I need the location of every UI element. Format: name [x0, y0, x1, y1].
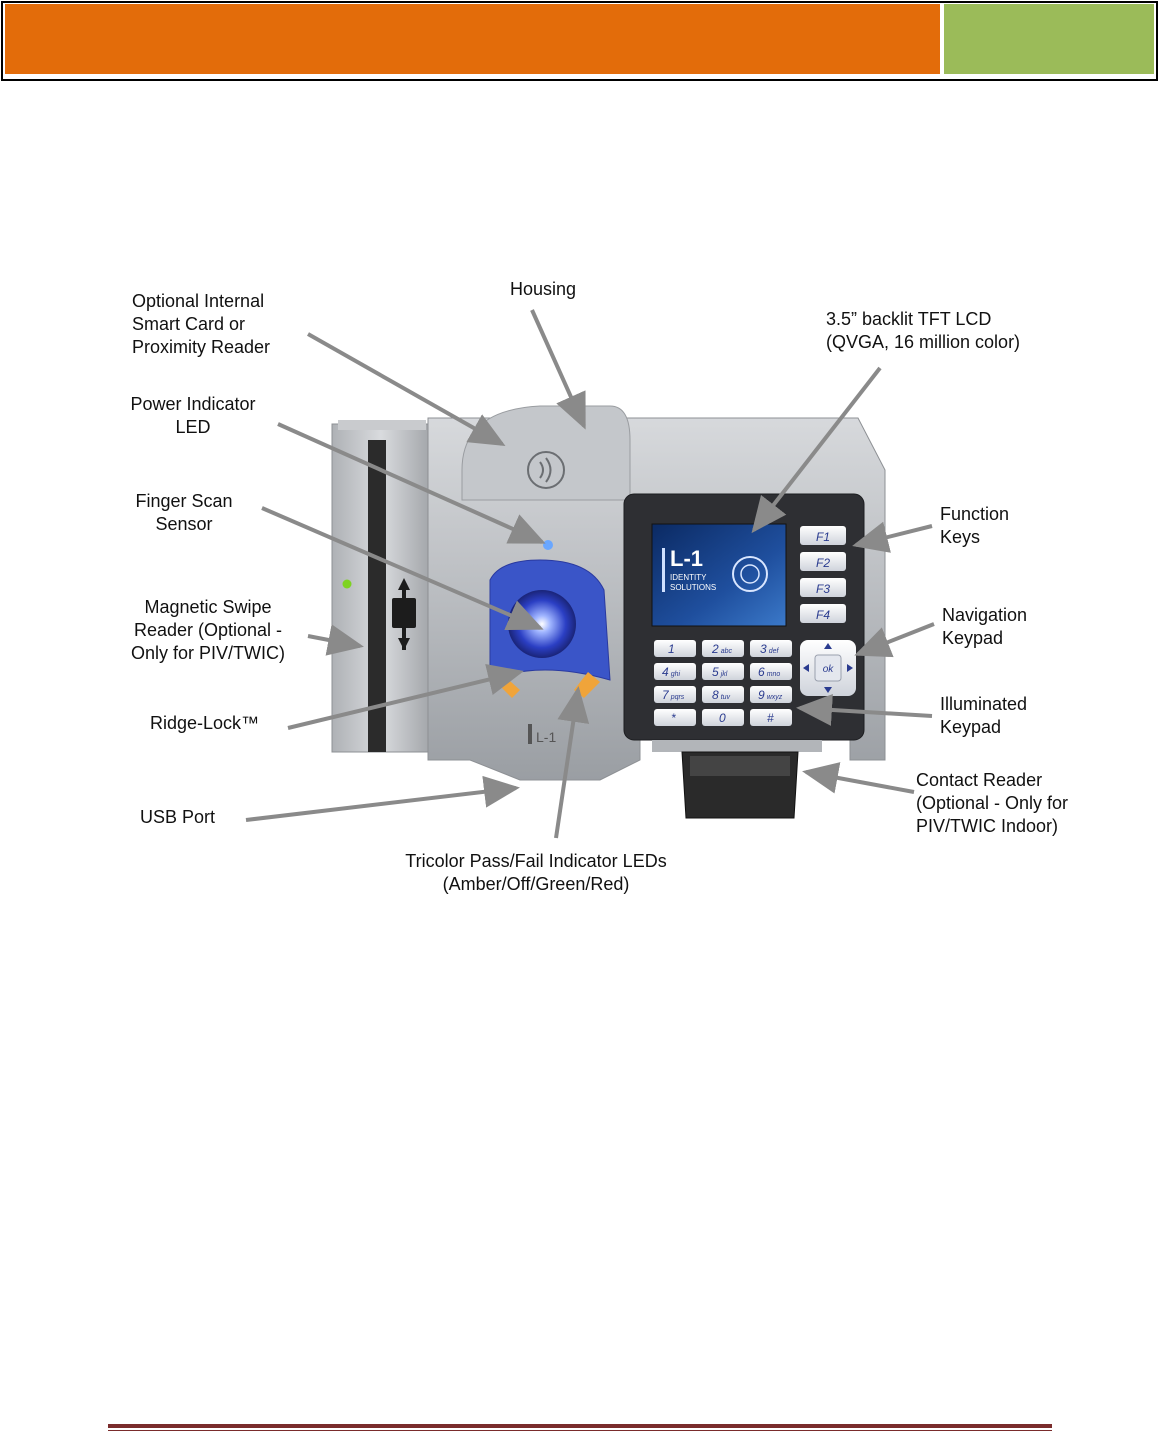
callout-contact-reader: Contact Reader (Optional - Only for PIV/…	[916, 770, 1069, 836]
callout-lcd: 3.5” backlit TFT LCD (QVGA, 16 million c…	[826, 309, 1021, 352]
svg-text:L-1: L-1	[536, 729, 556, 745]
leader-lines	[245, 309, 935, 839]
callout-navigation: Navigation Keypad	[942, 605, 1028, 648]
lcd-screen	[651, 523, 787, 627]
svg-text:0: 0	[719, 711, 726, 725]
header-orange-bar	[5, 4, 940, 74]
footer-rule-thin	[108, 1430, 1052, 1431]
svg-text:F2: F2	[816, 556, 830, 570]
svg-text:IDENTITY: IDENTITY	[670, 573, 707, 582]
svg-text:L-1: L-1	[670, 546, 703, 571]
navigation-pad: ok	[800, 640, 856, 696]
keypad-panel: L-1 IDENTITY SOLUTIONS F1 F2 F3 F4	[623, 493, 865, 741]
status-led-icon	[342, 579, 352, 589]
callout-usb-port: USB Port	[140, 807, 216, 827]
callout-power-led: Power Indicator LED	[130, 394, 256, 437]
fingerprint-icon	[732, 556, 768, 592]
svg-text:ok: ok	[823, 664, 835, 675]
svg-text:1: 1	[668, 642, 675, 656]
callout-optional-reader: Optional Internal Smart Card or Proximit…	[132, 291, 271, 357]
callout-tricolor-leds: Tricolor Pass/Fail Indicator LEDs (Amber…	[405, 851, 667, 894]
contactless-icon	[527, 451, 565, 489]
contact-reader	[652, 740, 822, 819]
callout-finger-scan: Finger Scan Sensor	[135, 491, 233, 534]
svg-text:*: *	[671, 711, 676, 725]
device-figure: L-1 L-1 IDENTITY SOLUTIONS F1 F2 F3 F4	[245, 309, 935, 839]
power-led-icon	[543, 540, 553, 550]
function-keys: F1 F2 F3 F4	[800, 526, 846, 623]
svg-text:SOLUTIONS: SOLUTIONS	[670, 583, 716, 592]
footer-rule	[108, 1424, 1052, 1428]
callout-housing: Housing	[510, 279, 577, 299]
svg-text:#: #	[767, 711, 774, 725]
svg-text:F4: F4	[816, 608, 830, 622]
callout-illuminated: Illuminated Keypad	[940, 694, 1028, 737]
callout-function-keys: Function Keys	[940, 504, 1010, 547]
svg-text:F3: F3	[816, 582, 830, 596]
callout-magnetic-swipe: Magnetic Swipe Reader (Optional - Only f…	[130, 597, 285, 663]
svg-text:F1: F1	[816, 530, 830, 544]
callout-ridge-lock: Ridge-Lock™	[150, 713, 260, 733]
header-green-bar	[944, 4, 1154, 74]
